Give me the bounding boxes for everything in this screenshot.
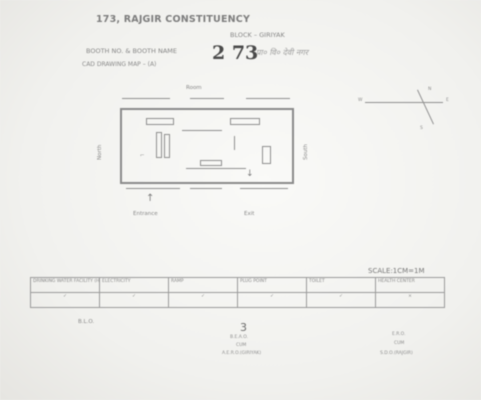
scribble-line — [190, 188, 222, 189]
center-sign-line-1: B.E.A.O. — [230, 335, 249, 340]
block-label: BLOCK – GIRIYAK — [230, 31, 285, 39]
cross-mark-icon: × — [375, 292, 445, 308]
tick-mark-icon: ✓ — [30, 292, 100, 308]
table-header-row: DRINKING WATER FACILITY (HANDPUMP) ELECT… — [30, 277, 445, 293]
center-sign-line-3: A.E.R.O.(GIRIYAK) — [222, 351, 262, 356]
scribble-line — [240, 188, 288, 189]
floor-plan: ⌐ — [120, 108, 294, 184]
plan-room-box — [146, 118, 174, 125]
plan-mark: ⌐ — [140, 153, 145, 159]
tick-mark-icon: ✓ — [237, 292, 307, 308]
table-row: ✓ ✓ ✓ ✓ ✓ × — [30, 292, 445, 308]
plan-top-label: Room — [186, 85, 202, 91]
compass-ns-axis — [417, 89, 434, 125]
plan-arrow — [234, 136, 235, 150]
entrance-arrow-icon: ↑ — [146, 193, 155, 204]
plan-line — [182, 130, 222, 131]
scale-label: SCALE:1CM=1M — [368, 267, 425, 275]
table-header-cell: RAMP — [168, 277, 238, 293]
table-header-cell: ELECTRICITY — [99, 277, 169, 293]
entrance-label: Entrance — [133, 211, 158, 217]
scribble-line — [122, 98, 170, 99]
scribble-line — [190, 98, 224, 99]
compass-ew-axis — [365, 102, 443, 103]
plan-table — [262, 146, 271, 164]
right-sign-line-3: S.D.O.(RAJGIR) — [380, 351, 413, 356]
tick-mark-icon: ✓ — [99, 292, 169, 308]
map-title: CAD DRAWING MAP – (A) — [82, 61, 157, 68]
scribble-line — [246, 98, 290, 99]
table-header-cell: DRINKING WATER FACILITY (HANDPUMP) — [30, 277, 100, 293]
compass-west: W — [358, 98, 363, 103]
plan-desk — [200, 160, 222, 166]
booth-number: 2 73 — [212, 42, 259, 64]
booth-label: BOOTH NO. & BOOTH NAME — [86, 47, 178, 55]
scribble-line — [126, 188, 180, 189]
plan-west-label: North — [97, 144, 103, 160]
center-sign-line-2: CUM — [236, 343, 247, 348]
tick-mark-icon: ✓ — [306, 292, 376, 308]
exit-arrow-icon: ↓ — [246, 169, 254, 179]
exit-label: Exit — [244, 211, 255, 217]
compass-north: N — [428, 87, 432, 92]
facilities-table: DRINKING WATER FACILITY (HANDPUMP) ELECT… — [30, 277, 445, 308]
table-header-cell: TOILET — [306, 277, 376, 293]
signature-number: 3 — [240, 321, 247, 334]
compass-east: E — [446, 98, 449, 103]
plan-room-box — [230, 118, 260, 125]
plan-bench — [164, 134, 170, 158]
table-header-cell: HEALTH CENTER — [375, 277, 445, 293]
plan-east-label: South — [303, 144, 309, 160]
tick-mark-icon: ✓ — [168, 292, 238, 308]
right-sign-line-1: E.R.O. — [392, 332, 406, 337]
right-sign-line-2: CUM — [394, 341, 405, 346]
plan-line — [186, 168, 246, 169]
blo-signature-label: B.L.O. — [78, 319, 95, 325]
booth-name-handwritten: प्रा० वि० देवी नगर — [256, 48, 309, 57]
compass-south: S — [420, 126, 423, 131]
plan-bench — [156, 132, 162, 158]
table-header-cell: PLUG POINT — [237, 277, 307, 293]
constituency-title: 173, RAJGIR CONSTITUENCY — [96, 14, 251, 25]
